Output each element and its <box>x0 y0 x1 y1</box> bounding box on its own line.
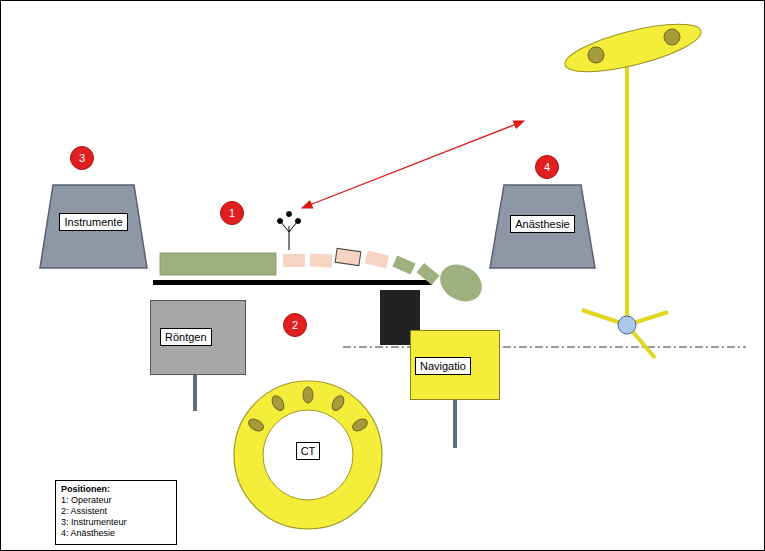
legend-entry: 1: Operateur <box>61 495 171 506</box>
unit-label: Navigatio <box>415 357 471 375</box>
xray-unit: Röntgen <box>150 300 246 375</box>
unit-label: Instrumente <box>59 213 127 231</box>
navigation-unit: Navigatio <box>410 330 500 400</box>
legend-title: Positionen: <box>61 484 171 495</box>
callout-number: 1 <box>220 201 244 225</box>
anesthesia-station: Anästhesie <box>490 185 595 268</box>
tracking-line <box>302 121 524 208</box>
legend-entry: 3: Instrumenteur <box>61 517 171 528</box>
unit-label: Anästhesie <box>510 215 574 233</box>
instrument-table: Instrumente <box>40 185 147 268</box>
operating-table <box>153 280 432 285</box>
callout-number: 3 <box>70 146 94 170</box>
navigation-tracker <box>278 212 301 251</box>
patient <box>160 248 489 308</box>
nav-post <box>453 400 457 448</box>
axis-line <box>343 347 746 348</box>
ct-gantry: CT <box>233 380 383 530</box>
callout-number: 4 <box>535 155 559 179</box>
callout-number: 2 <box>283 313 307 337</box>
xray-post <box>193 375 197 411</box>
navigation-camera <box>561 15 705 358</box>
legend-entry: 4: Anästhesie <box>61 528 171 539</box>
unit-label: Röntgen <box>160 328 212 346</box>
unit-label: CT <box>296 442 321 460</box>
positions-legend: Positionen:1: Operateur2: Assistent3: In… <box>55 480 177 545</box>
legend-entry: 2: Assistent <box>61 506 171 517</box>
